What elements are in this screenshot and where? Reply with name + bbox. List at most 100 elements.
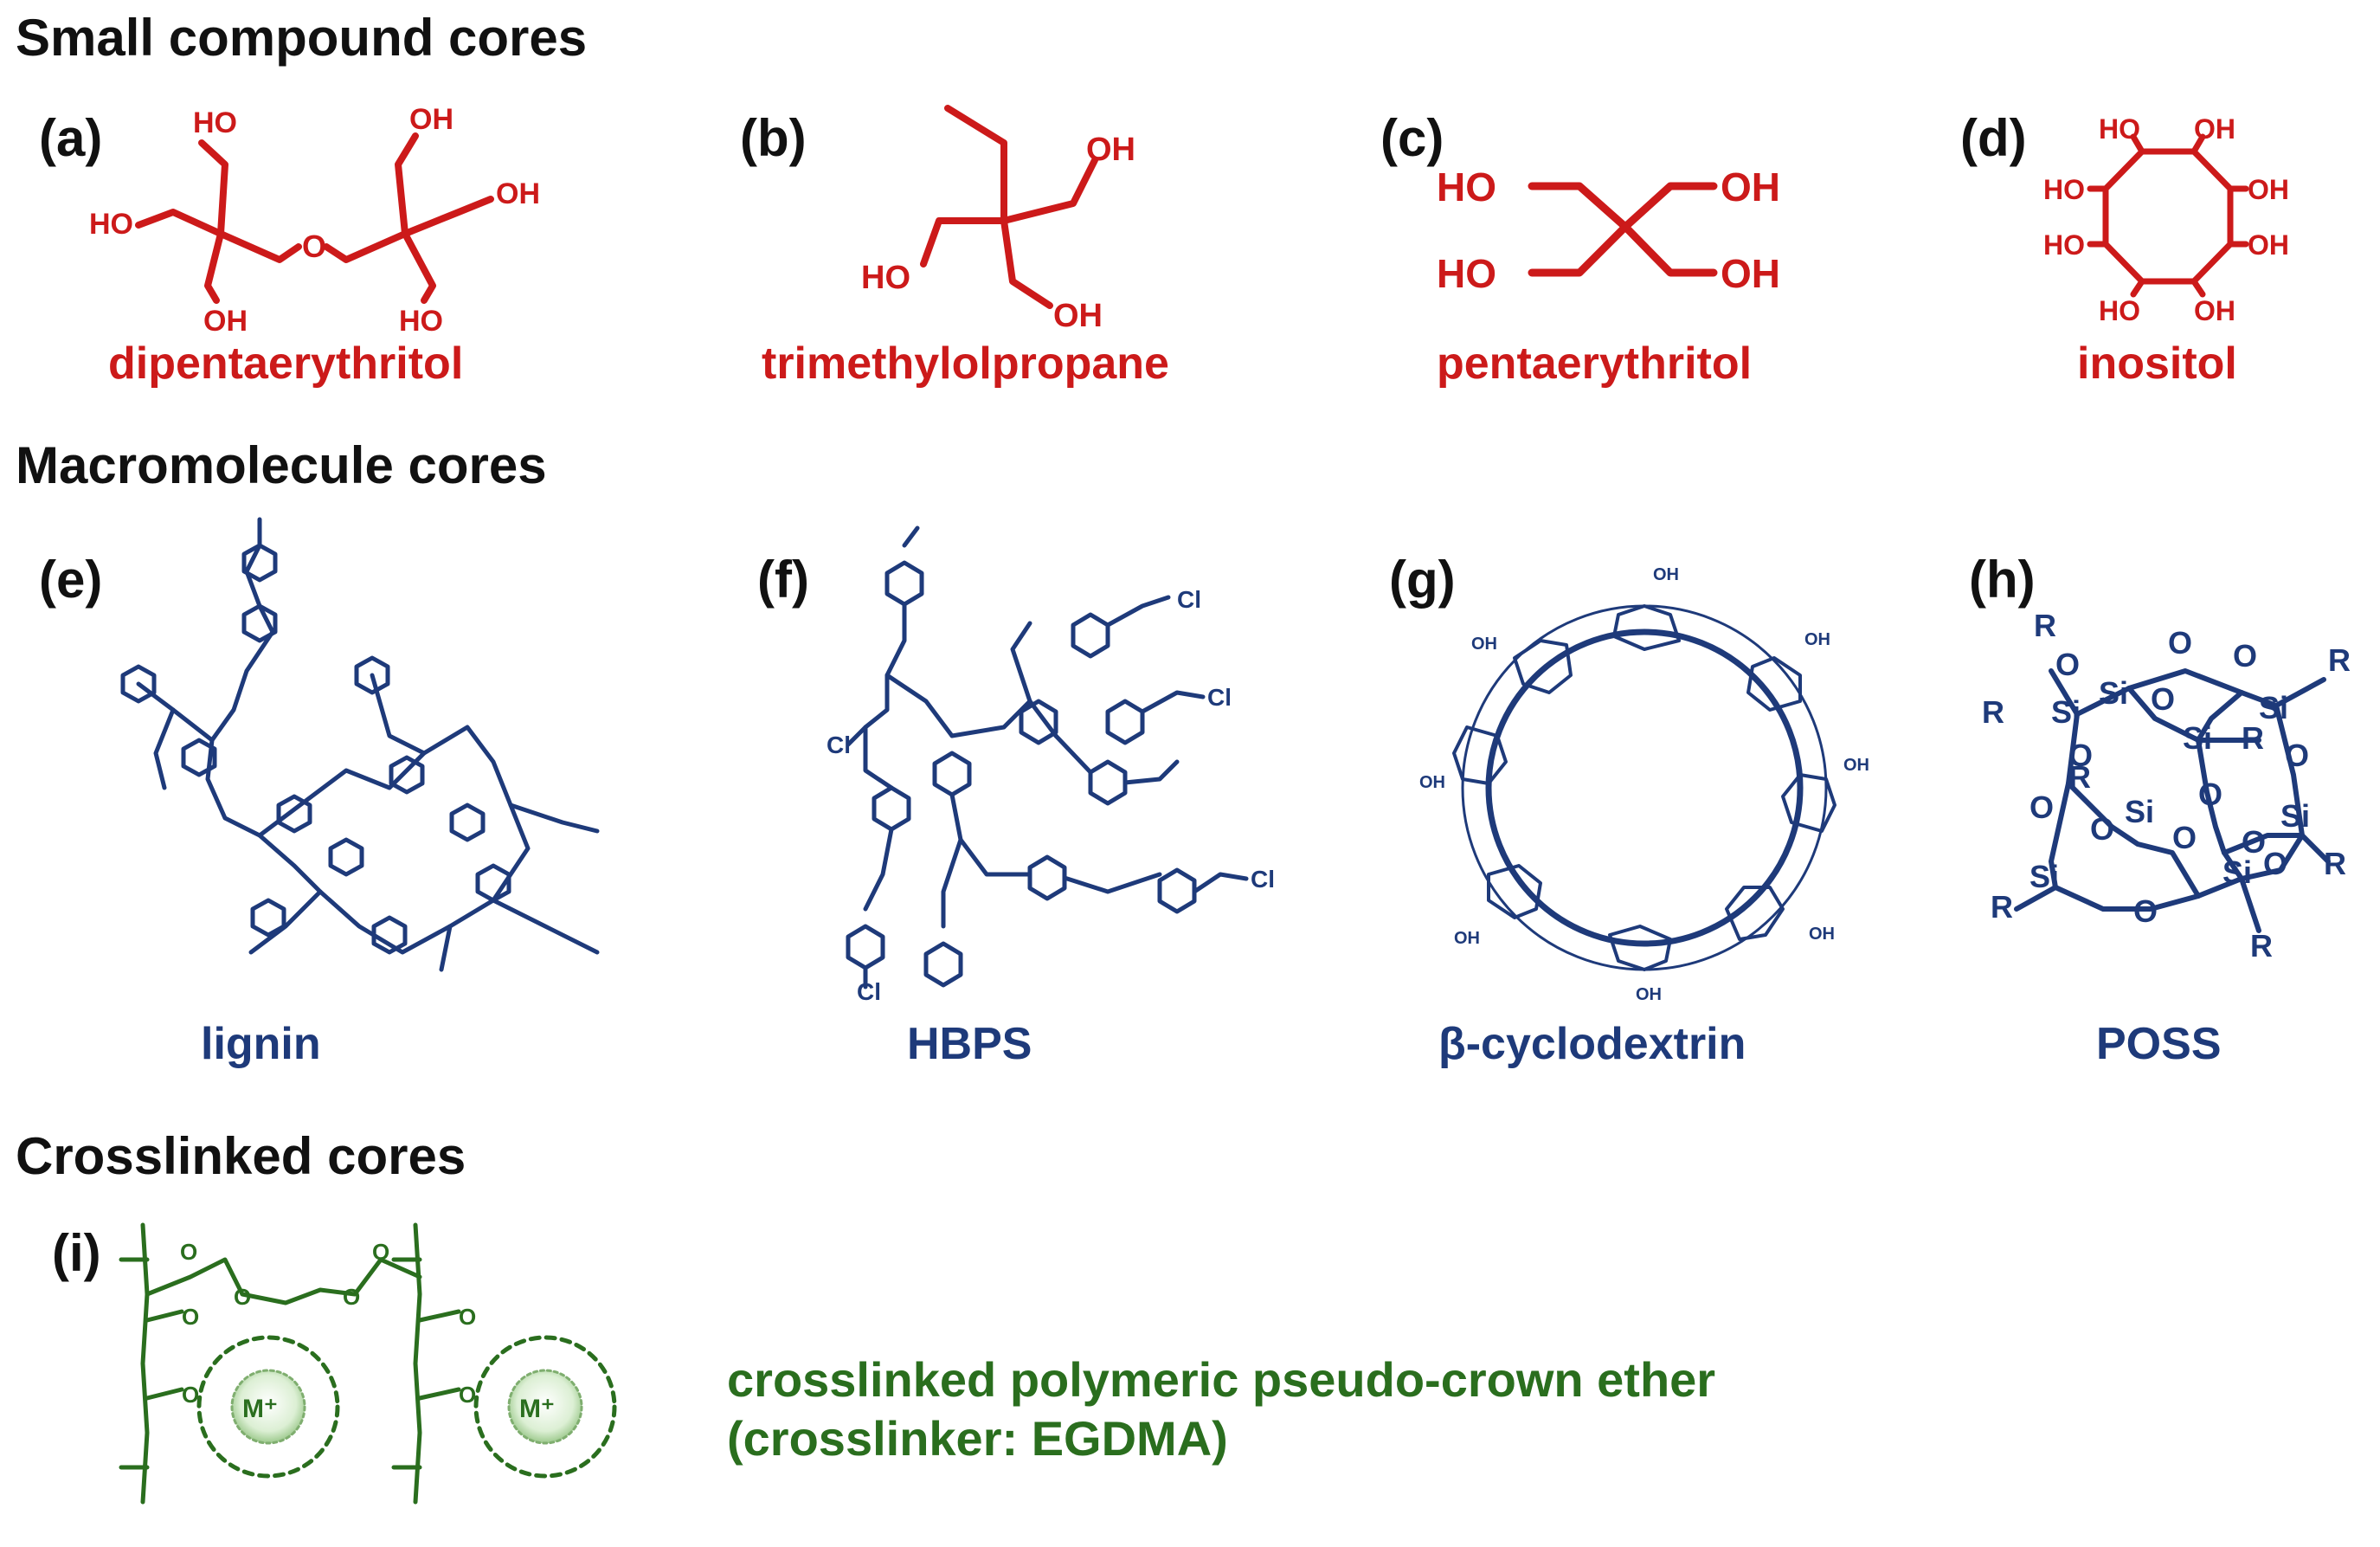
o-atom: O — [2133, 893, 2158, 929]
o-atom: O — [2029, 790, 2054, 825]
inositol-structure: HO OH OH OH OH HO HO HO — [2043, 113, 2289, 326]
svg-text:OH: OH — [1471, 635, 1497, 654]
oh-label: HO — [1437, 164, 1496, 209]
cl-label: Cl — [827, 732, 851, 758]
si-atom: Si — [2183, 720, 2212, 756]
oh-label: OH — [1721, 251, 1780, 296]
si-atom: Si — [2029, 859, 2059, 894]
o-atom: O — [2055, 647, 2080, 682]
r-group: R — [2250, 928, 2273, 964]
compound-name-lignin: lignin — [201, 1019, 321, 1069]
o-atom: O — [2242, 824, 2266, 860]
cl-label: Cl — [857, 978, 881, 1005]
oh-label: OH — [203, 305, 248, 338]
compound-name-dipentaerythritol: dipentaerythritol — [108, 338, 464, 389]
o-atom: O — [2068, 738, 2093, 773]
compound-name-pentaerythritol: pentaerythritol — [1437, 338, 1753, 389]
trimethylolpropane-structure: OH HO OH — [861, 105, 1135, 334]
svg-text:OH: OH — [1454, 929, 1480, 948]
oh-label: OH — [1086, 132, 1135, 168]
metal-ion-label: M⁺ — [519, 1395, 555, 1423]
r-group: R — [2328, 642, 2351, 678]
section-heading-macro: Macromolecule cores — [16, 436, 547, 494]
o-atom: O — [459, 1382, 476, 1408]
hbps-structure: Cl Cl Cl Cl Cl — [827, 525, 1275, 1005]
o-atom: O — [2168, 625, 2192, 661]
crown-ether-description: crosslinked polymeric pseudo-crown ether… — [727, 1350, 1715, 1469]
beta-cyclodextrin-structure: OH OH OH OH OH OH OH OH — [1419, 565, 1869, 1004]
cl-label: Cl — [1251, 866, 1275, 893]
o-atom: O — [343, 1284, 360, 1310]
crown-ether-crosslinker: (crosslinker: EGDMA) — [727, 1411, 1228, 1466]
r-group: R — [2068, 759, 2091, 795]
svg-text:OH: OH — [1653, 565, 1679, 584]
oh-label: OH — [1721, 164, 1780, 209]
poss-structure: Si Si Si Si Si Si Si Si O O O O O O O O … — [1982, 608, 2351, 964]
o-atom: O — [2198, 777, 2222, 812]
si-atom: Si — [2280, 798, 2310, 834]
oh-label: HO — [2043, 229, 2085, 261]
o-atom: O — [2151, 681, 2175, 717]
section-heading-small: Small compound cores — [16, 9, 588, 67]
oh-label: HO — [89, 208, 133, 241]
o-atom: O — [180, 1239, 197, 1265]
o-atom: O — [2263, 846, 2287, 881]
oh-label: HO — [399, 305, 443, 338]
compound-name-trimethylolpropane: trimethylolpropane — [762, 338, 1169, 389]
si-atom: Si — [2051, 694, 2081, 730]
si-atom: Si — [2222, 854, 2252, 890]
r-group: R — [2324, 846, 2346, 881]
ether-oxygen: O — [302, 229, 326, 264]
panel-label-a: (a) — [39, 109, 103, 167]
panel-label-f: (f) — [757, 551, 809, 609]
oh-label: OH — [2194, 295, 2235, 326]
lignin-structure — [120, 517, 600, 972]
o-atom: O — [372, 1239, 389, 1265]
crown-ether-name: crosslinked polymeric pseudo-crown ether — [727, 1352, 1716, 1407]
svg-text:OH: OH — [1804, 630, 1830, 649]
oh-label: OH — [1053, 298, 1103, 334]
panel-label-g: (g) — [1389, 551, 1456, 609]
o-atom: O — [459, 1304, 476, 1330]
section-heading-crosslinked: Crosslinked cores — [16, 1127, 466, 1185]
o-atom: O — [182, 1382, 199, 1408]
r-group: R — [1991, 889, 2013, 925]
pentaerythritol-structure: HO HO OH OH — [1437, 164, 1780, 296]
cl-label: Cl — [1177, 586, 1201, 613]
o-atom: O — [2090, 811, 2114, 847]
cl-label: Cl — [1207, 684, 1232, 711]
oh-label: HO — [1437, 251, 1496, 296]
panel-label-i: (i) — [52, 1224, 101, 1282]
oh-label: HO — [2099, 113, 2140, 145]
oh-label: OH — [409, 103, 453, 136]
svg-text:OH: OH — [1809, 925, 1835, 944]
compound-name-beta-cyclodextrin: β-cyclodextrin — [1438, 1019, 1746, 1069]
si-atom: Si — [2259, 690, 2288, 725]
si-atom: Si — [2099, 675, 2128, 711]
compound-name-inositol: inositol — [2077, 338, 2237, 389]
r-group: R — [2034, 608, 2056, 643]
panel-label-b: (b) — [740, 109, 807, 167]
o-atom: O — [2285, 738, 2309, 773]
oh-label: OH — [496, 177, 540, 210]
oh-label: HO — [861, 260, 910, 296]
metal-ion-label: M⁺ — [242, 1395, 278, 1423]
svg-text:OH: OH — [1636, 985, 1662, 1004]
o-atom: O — [2172, 820, 2197, 855]
aromatic-rings — [120, 543, 511, 955]
si-atom: Si — [2125, 794, 2154, 829]
svg-text:OH: OH — [1843, 756, 1869, 775]
glucose-units — [1452, 604, 1836, 971]
dipentaerythritol-structure: HO HO OH O OH OH HO — [89, 103, 540, 338]
panel-label-e: (e) — [39, 551, 103, 609]
compound-name-poss: POSS — [2096, 1019, 2222, 1069]
panel-label-h: (h) — [1969, 551, 2036, 609]
oh-label: HO — [193, 106, 237, 139]
o-atom: O — [2233, 638, 2257, 674]
panel-label-c: (c) — [1380, 109, 1444, 167]
o-atom: O — [234, 1284, 251, 1310]
o-atom: O — [182, 1304, 199, 1330]
svg-text:OH: OH — [1419, 773, 1445, 792]
oh-label: OH — [2248, 174, 2289, 205]
oh-label: OH — [2194, 113, 2235, 145]
